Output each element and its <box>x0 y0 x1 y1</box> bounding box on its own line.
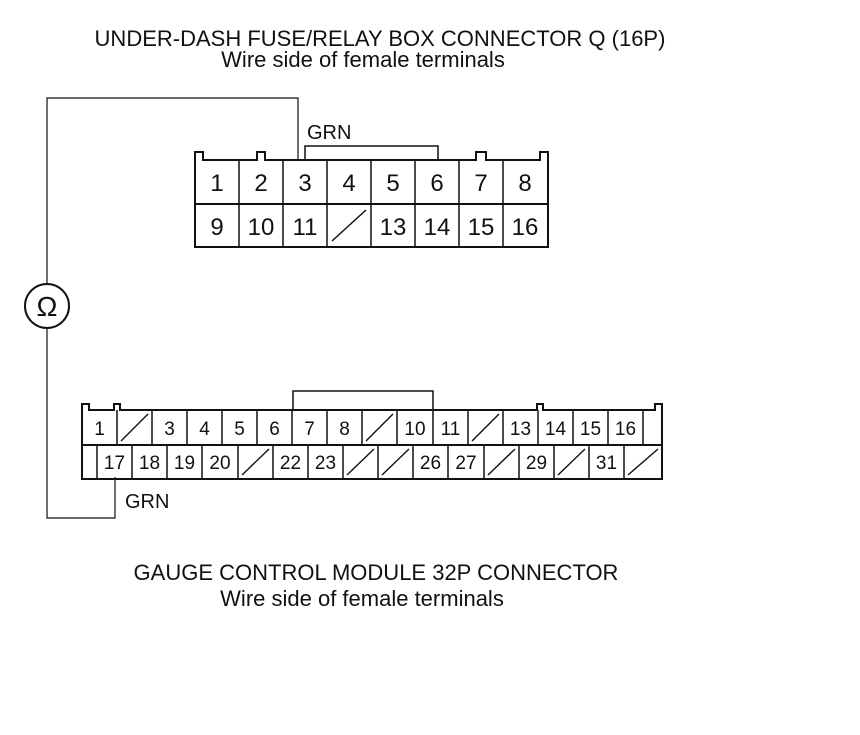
empty-cavity <box>365 413 394 442</box>
terminal-7: 7 <box>474 170 487 197</box>
top-connector-title: UNDER-DASH FUSE/RELAY BOX CONNECTOR Q (1… <box>95 26 666 51</box>
terminal-10: 10 <box>248 214 275 241</box>
empty-cavity <box>241 448 270 476</box>
terminal-8: 8 <box>339 419 350 440</box>
terminal-8: 8 <box>518 170 531 197</box>
terminal-4: 4 <box>199 419 210 440</box>
fuse-relay-connector-16p: 1 2 3 4 5 6 7 8 9 10 11 13 14 15 16 <box>194 145 549 248</box>
terminal-11: 11 <box>293 214 318 241</box>
ohm-symbol: Ω <box>37 291 58 322</box>
empty-cavity <box>120 413 149 442</box>
terminal-10: 10 <box>404 419 425 440</box>
empty-cavity <box>346 448 375 476</box>
empty-cavity <box>381 448 410 476</box>
terminal-26: 26 <box>420 453 441 474</box>
terminal-15: 15 <box>468 214 495 241</box>
terminal-19: 19 <box>174 453 195 474</box>
terminal-16: 16 <box>512 214 539 241</box>
terminal-27: 27 <box>455 453 476 474</box>
terminal-3: 3 <box>298 170 311 197</box>
terminal-11: 11 <box>441 419 461 440</box>
terminal-14: 14 <box>545 419 567 440</box>
terminal-13: 13 <box>510 419 531 440</box>
bottom-wire-label: GRN <box>125 491 169 513</box>
terminal-14: 14 <box>424 214 451 241</box>
ohmmeter-icon <box>24 283 70 329</box>
empty-cavity <box>627 448 659 476</box>
terminal-17: 17 <box>104 453 125 474</box>
terminal-13: 13 <box>380 214 407 241</box>
terminal-7: 7 <box>304 419 315 440</box>
terminal-22: 22 <box>280 453 301 474</box>
bottom-probe-wire <box>46 328 116 519</box>
terminal-6: 6 <box>430 170 443 197</box>
terminal-2: 2 <box>254 170 267 197</box>
empty-cavity-12 <box>331 209 367 242</box>
terminal-1: 1 <box>94 419 105 440</box>
bottom-connector-subtitle: Wire side of female terminals <box>220 586 504 611</box>
terminal-5: 5 <box>386 170 399 197</box>
top-probe-wire <box>46 97 299 284</box>
top-wire-label: GRN <box>307 122 351 144</box>
terminal-31: 31 <box>596 453 617 474</box>
terminal-16: 16 <box>615 419 636 440</box>
terminal-5: 5 <box>234 419 245 440</box>
bottom-connector-title: GAUGE CONTROL MODULE 32P CONNECTOR <box>134 560 619 585</box>
terminal-29: 29 <box>526 453 547 474</box>
terminal-15: 15 <box>580 419 601 440</box>
terminal-4: 4 <box>342 170 355 197</box>
terminal-18: 18 <box>139 453 160 474</box>
empty-cavity <box>557 448 586 476</box>
terminal-6: 6 <box>269 419 280 440</box>
terminal-23: 23 <box>315 453 336 474</box>
terminal-20: 20 <box>209 453 230 474</box>
terminal-9: 9 <box>210 214 223 241</box>
terminal-1: 1 <box>210 170 223 197</box>
top-connector-subtitle: Wire side of female terminals <box>221 47 505 72</box>
empty-cavity <box>471 413 500 442</box>
empty-cavity <box>487 448 516 476</box>
terminal-3: 3 <box>164 419 175 440</box>
